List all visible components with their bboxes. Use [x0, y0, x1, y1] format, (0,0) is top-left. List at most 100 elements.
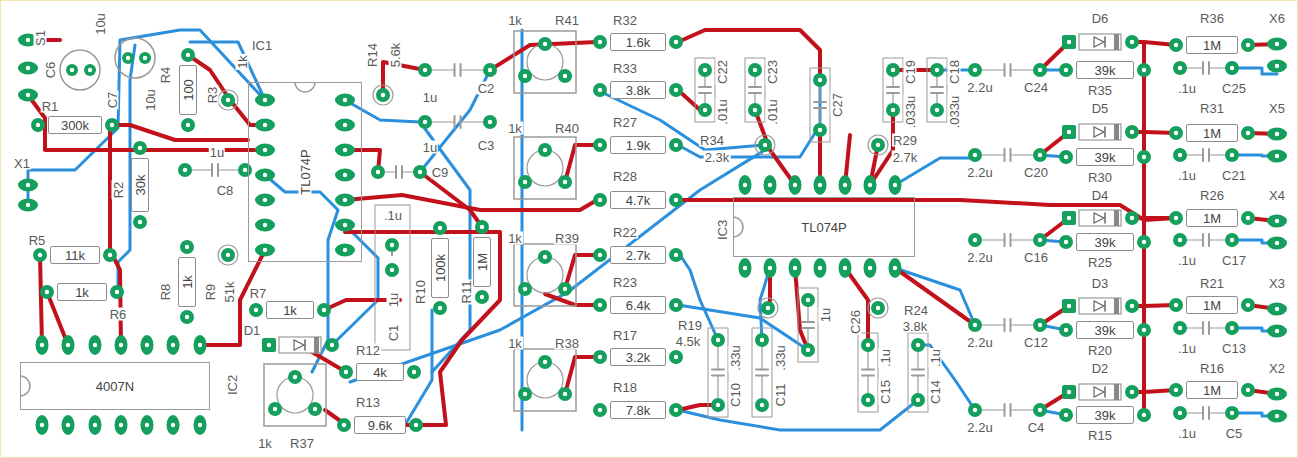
pad: [1241, 126, 1255, 140]
pad-hole: [674, 303, 678, 307]
diode-symbol: [1094, 387, 1104, 397]
part-label: 10u: [144, 88, 157, 112]
diode-body: [1079, 298, 1121, 314]
pad: [335, 244, 355, 257]
pad: [748, 63, 762, 77]
ic-notch: [20, 376, 30, 396]
pad-hole: [480, 225, 484, 229]
pad-hole: [1038, 408, 1042, 412]
pad: [308, 402, 322, 416]
part-label: C23: [766, 59, 779, 85]
resistor-body: 3.8k: [610, 81, 666, 99]
pad: [1059, 408, 1073, 422]
part-label: 2.2u: [966, 81, 993, 94]
capacitor-plate: [912, 369, 924, 371]
capacitor-plate: [460, 116, 462, 128]
pad-hole: [263, 123, 267, 127]
pad: [1173, 233, 1187, 247]
pad: [122, 52, 134, 64]
pad-hole: [1246, 216, 1250, 220]
pad-hole: [1275, 154, 1279, 158]
part-label: 1u: [387, 292, 400, 308]
pad: [89, 335, 102, 355]
pad-hole: [743, 266, 747, 270]
pad-hole: [1275, 307, 1279, 311]
capacitor-plate: [756, 369, 768, 371]
resistor-body: 1M: [1186, 124, 1238, 142]
pad: [1241, 383, 1255, 397]
pad-hole: [1246, 131, 1250, 135]
pad-hole: [598, 303, 602, 307]
pad: [669, 83, 683, 97]
pad: [1225, 321, 1239, 335]
capacitor-plate: [802, 321, 814, 323]
capacitor-plate: [1010, 404, 1012, 416]
pad: [1137, 63, 1151, 77]
pad-hole: [543, 360, 547, 364]
diode-bar: [304, 340, 306, 350]
pad-hole: [1174, 388, 1178, 392]
part-label: C21: [1221, 169, 1247, 182]
part-label: C11: [774, 383, 787, 408]
pad-hole: [1174, 131, 1178, 135]
pad-hole: [1142, 68, 1146, 72]
pad: [262, 338, 276, 352]
pad: [1169, 298, 1183, 312]
resistor-body: 1k: [266, 301, 314, 319]
pad-hole: [26, 93, 30, 97]
pad: [1173, 61, 1187, 75]
pad-hole: [543, 255, 547, 259]
part-label: R20: [1087, 344, 1113, 357]
ic-part-number: TL074P: [299, 148, 312, 196]
pad: [1169, 383, 1183, 397]
capacitor-plate: [1208, 322, 1210, 334]
pad-hole: [523, 392, 527, 396]
pad: [1225, 406, 1239, 420]
pad: [33, 248, 47, 262]
copper-trace-bottom: [405, 310, 432, 425]
pad: [1267, 60, 1287, 73]
pad-hole: [543, 42, 547, 46]
part-label: R26: [1199, 189, 1225, 202]
part-label: X5: [1268, 102, 1286, 115]
pad: [335, 94, 355, 107]
part-label: 2.2u: [966, 336, 993, 349]
pad: [1033, 148, 1047, 162]
pad-hole: [243, 168, 247, 172]
pad: [194, 415, 207, 435]
resistor-value: 4k: [372, 366, 388, 379]
pad: [1125, 211, 1139, 225]
pad-hole: [674, 355, 678, 359]
pad-hole: [818, 78, 822, 82]
pad-hole: [390, 268, 394, 272]
pad: [110, 285, 124, 299]
pad-hole: [1142, 328, 1146, 332]
capacitor-plate: [887, 92, 899, 94]
capacitor-plate: [211, 164, 213, 176]
copper-trace-bottom: [350, 150, 765, 382]
pad: [376, 88, 390, 102]
pad: [1241, 298, 1255, 312]
pad-hole: [1067, 390, 1071, 394]
capacitor-plate: [1004, 404, 1006, 416]
resistor-value: 1M: [1202, 127, 1222, 140]
pad: [418, 115, 432, 129]
part-label: R16: [1199, 362, 1225, 375]
part-label: D1: [243, 324, 262, 337]
pad-hole: [598, 408, 602, 412]
pad-hole: [342, 423, 346, 427]
pad-hole: [145, 423, 149, 427]
part-label: C25: [1221, 82, 1247, 95]
pad-hole: [423, 68, 427, 72]
part-label: 2.3k: [704, 151, 731, 164]
pad: [1241, 211, 1255, 225]
part-label: R7: [249, 287, 268, 300]
diode-band: [1114, 210, 1119, 226]
pad-hole: [793, 183, 797, 187]
capacitor-plate: [454, 64, 456, 76]
pad-hole: [263, 198, 267, 202]
pad-hole: [343, 148, 347, 152]
capacitor-plate: [1004, 149, 1006, 161]
part-label: 1k: [257, 437, 273, 450]
